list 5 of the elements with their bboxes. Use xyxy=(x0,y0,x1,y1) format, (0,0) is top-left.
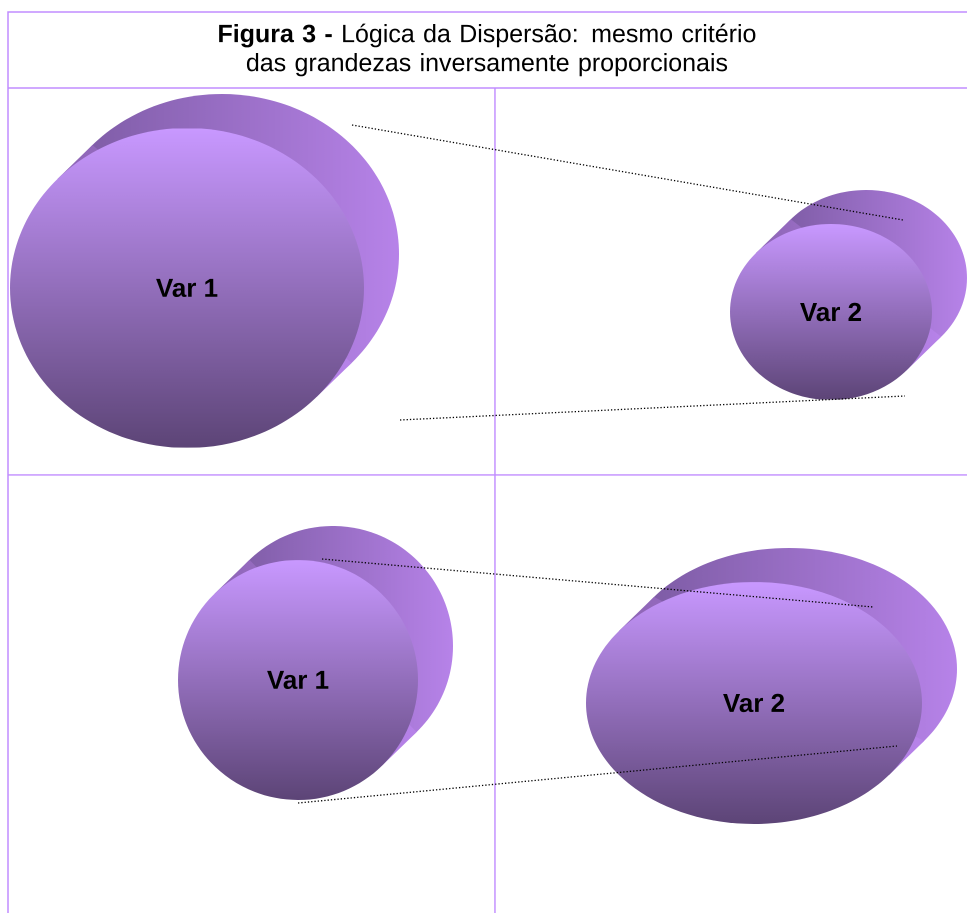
figure-title: Figura 3 - Lógica da Dispersão: mesmo critério das grandezas inversamente proporcionais xyxy=(219,24,756,76)
cylinder: Var 1 xyxy=(156,278,218,298)
cylinder: Var 2 xyxy=(723,694,784,712)
cylinder: Var 1 xyxy=(267,670,328,690)
cylinder: Var 2 xyxy=(800,302,862,322)
